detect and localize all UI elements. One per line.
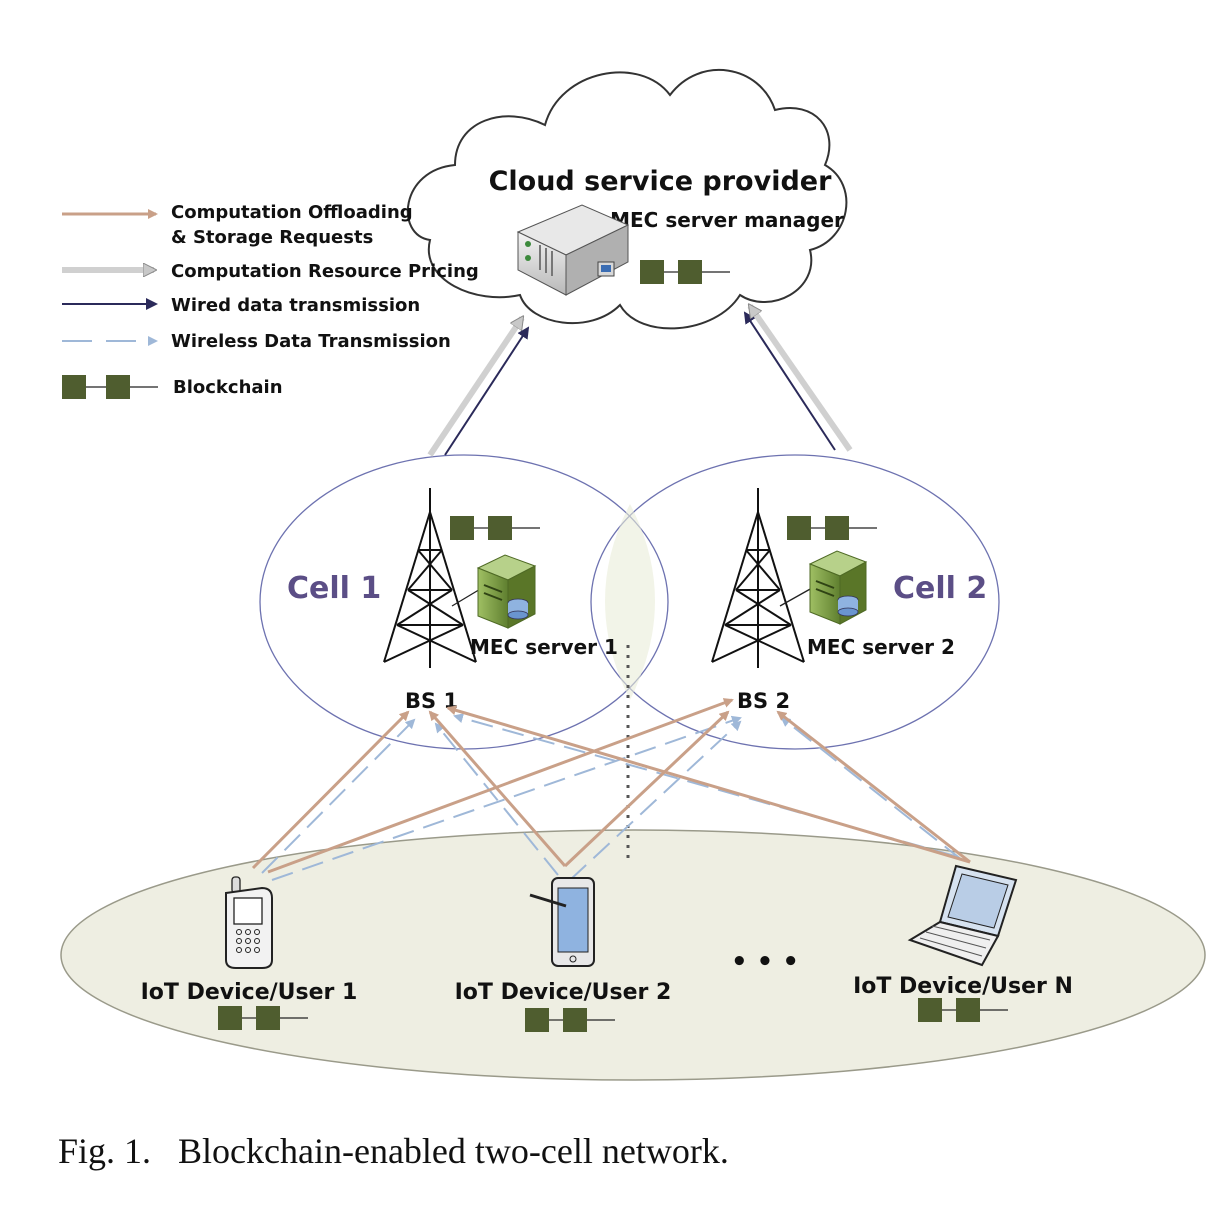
iot-device-1-label: IoT Device/User 1 bbox=[141, 980, 358, 1005]
iot-device-2-label: IoT Device/User 2 bbox=[455, 980, 672, 1005]
iot-device-n-label: IoT Device/User N bbox=[853, 974, 1073, 999]
bs2-tower-icon bbox=[711, 488, 805, 668]
device-ellipsis: • • • bbox=[731, 947, 799, 977]
bs1-blockchain-icon bbox=[450, 516, 540, 540]
bs1-to-cloud-pricing-arrow bbox=[427, 318, 525, 457]
cell-overlap-region bbox=[605, 504, 655, 700]
device-2-blockchain-icon bbox=[525, 1008, 615, 1032]
bs1-server-link bbox=[451, 587, 483, 607]
cloud-shape bbox=[406, 69, 848, 330]
legend-pricing-label: Computation Resource Pricing bbox=[171, 261, 479, 282]
cell-1-label: Cell 1 bbox=[287, 571, 381, 606]
bs2-to-cloud-pricing-arrow bbox=[747, 306, 853, 452]
bs1-to-cloud-wired-arrow bbox=[444, 326, 530, 456]
device-1-blockchain-icon bbox=[218, 1006, 308, 1030]
mobile-phone-icon bbox=[225, 876, 273, 969]
tablet-icon bbox=[529, 877, 595, 967]
legend: Computation Offloading & Storage Request… bbox=[62, 202, 479, 399]
cell-2-label: Cell 2 bbox=[893, 571, 987, 606]
legend-blockchain-label: Blockchain bbox=[173, 377, 283, 398]
figure-caption-text: Blockchain-enabled two-cell network. bbox=[178, 1131, 729, 1171]
legend-offload-label-line1: Computation Offloading bbox=[171, 202, 413, 223]
legend-blockchain-icon bbox=[62, 375, 158, 399]
rack-server-icon bbox=[516, 204, 630, 296]
mec-server-manager-label: MEC server manager bbox=[610, 208, 844, 232]
bs2-label: BS 2 bbox=[737, 689, 790, 713]
mec-server-2-icon bbox=[808, 550, 868, 625]
legend-wired-label: Wired data transmission bbox=[171, 295, 420, 316]
laptop-icon bbox=[907, 864, 1018, 967]
bs1-tower-icon bbox=[383, 488, 477, 668]
cloud-blockchain-icon bbox=[640, 260, 730, 284]
wireless-links bbox=[261, 713, 963, 881]
bs2-server-link bbox=[779, 587, 813, 607]
bs2-blockchain-icon bbox=[787, 516, 877, 540]
figure-caption: Fig. 1. Blockchain-enabled two-cell netw… bbox=[58, 1130, 729, 1172]
figure-number: Fig. 1. bbox=[58, 1131, 152, 1171]
legend-wireless-label: Wireless Data Transmission bbox=[171, 331, 451, 352]
mec-server-1-icon bbox=[476, 554, 537, 629]
device-n-blockchain-icon bbox=[918, 998, 1008, 1022]
mec-server-1-label: MEC server 1 bbox=[470, 635, 618, 659]
cell-2-coverage bbox=[590, 454, 1000, 750]
offloading-links bbox=[251, 698, 971, 874]
cloud-title: Cloud service provider bbox=[489, 166, 833, 197]
bs2-to-cloud-wired-arrow bbox=[743, 311, 836, 451]
legend-offload-label-line2: & Storage Requests bbox=[171, 227, 373, 248]
mec-server-2-label: MEC server 2 bbox=[807, 635, 955, 659]
